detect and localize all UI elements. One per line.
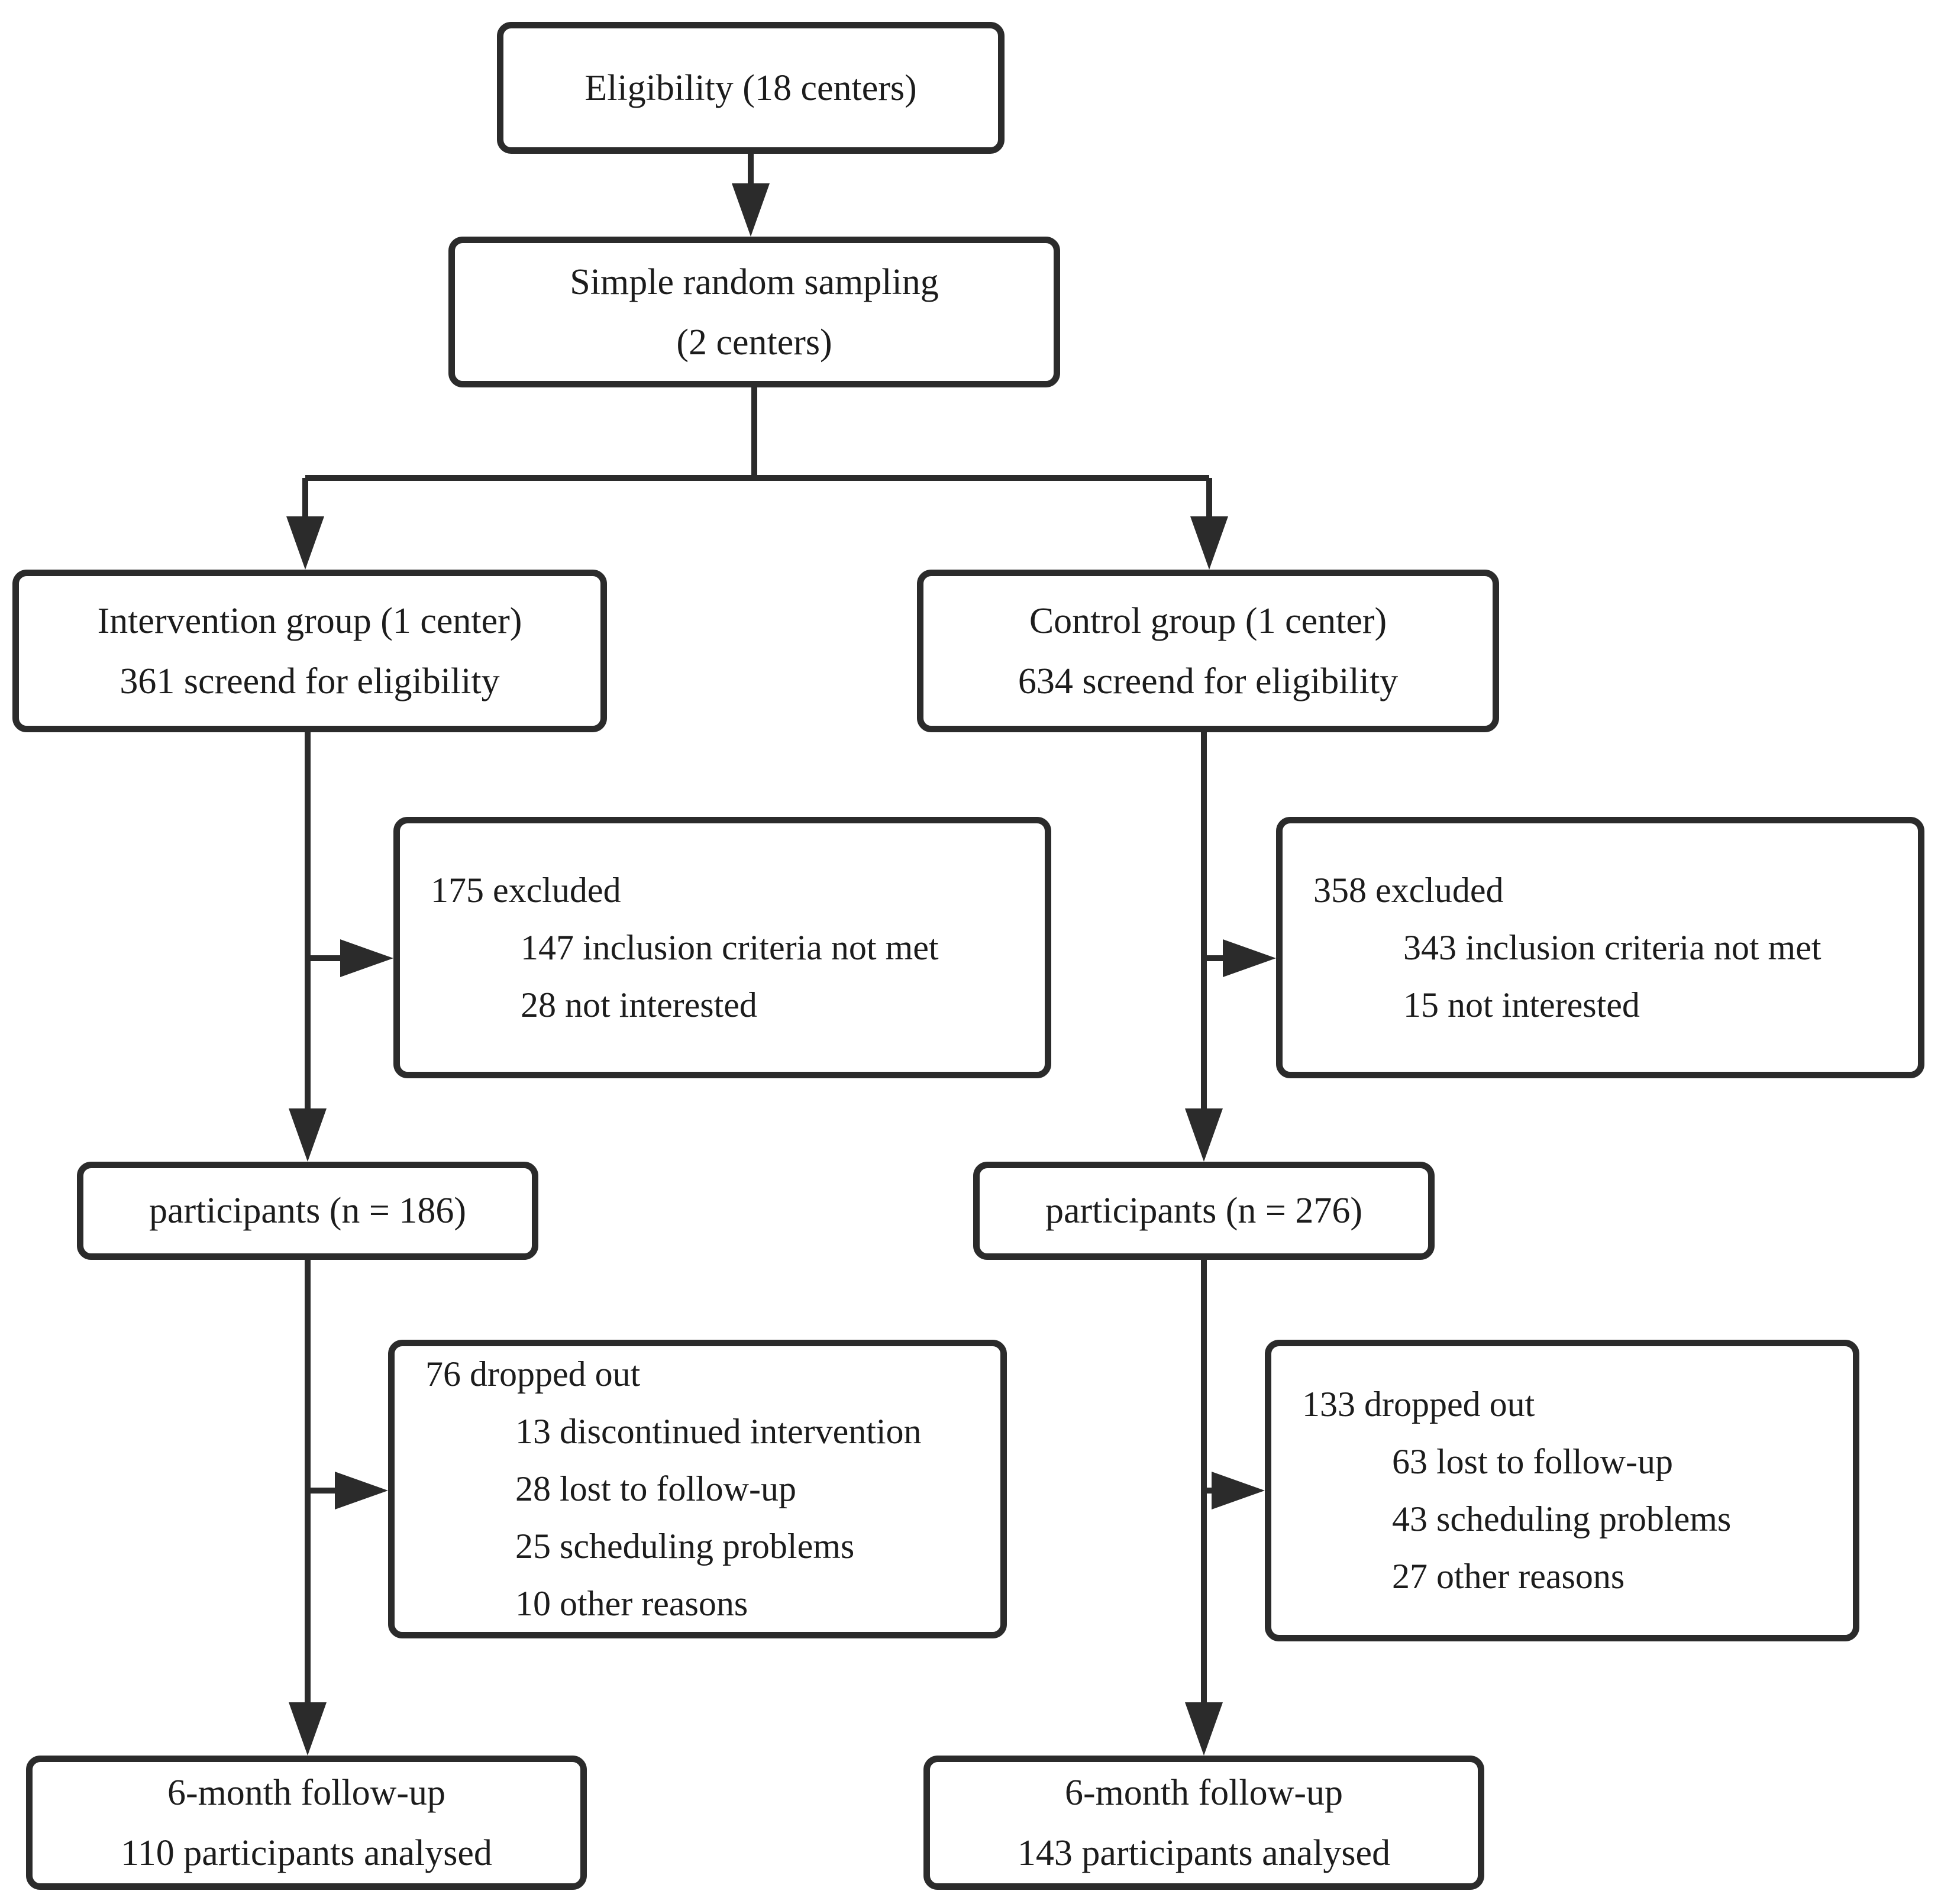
- control-group-box: Control group (1 center) 634 screend for…: [917, 570, 1499, 732]
- arrow-down-icon: [1185, 1108, 1223, 1162]
- dropout-count: 133 dropped out: [1302, 1385, 1535, 1424]
- intervention-group-screened: 361 screend for eligibility: [120, 661, 500, 702]
- excluded-reason: 28 not interested: [521, 985, 757, 1024]
- excluded-reason: 15 not interested: [1403, 985, 1640, 1024]
- dropout-reason: 28 lost to follow-up: [515, 1469, 796, 1508]
- arrow-down-icon: [289, 1702, 327, 1756]
- participants-count: participants (n = 276): [1045, 1191, 1362, 1231]
- participants-count: participants (n = 186): [149, 1191, 466, 1231]
- followup-analysed-count: 143 participants analysed: [1017, 1832, 1391, 1873]
- eligibility-label: Eligibility (18 centers): [584, 67, 917, 108]
- dropout-reason: 10 other reasons: [515, 1584, 748, 1623]
- excluded-count: 175 excluded: [431, 870, 621, 910]
- intervention-excluded-box: 175 excluded 147 inclusion criteria not …: [393, 817, 1051, 1078]
- arrow-down-icon: [1190, 516, 1228, 570]
- followup-label: 6-month follow-up: [1064, 1772, 1343, 1813]
- arrow-right-icon: [335, 1472, 388, 1509]
- control-dropout-box: 133 dropped out 63 lost to follow-up 43 …: [1265, 1340, 1859, 1641]
- control-excluded-box: 358 excluded 343 inclusion criteria not …: [1276, 817, 1924, 1078]
- dropout-reason: 27 other reasons: [1392, 1557, 1625, 1596]
- sampling-label-line1: Simple random sampling: [570, 261, 939, 302]
- intervention-group-box: Intervention group (1 center) 361 screen…: [12, 570, 607, 732]
- excluded-count: 358 excluded: [1313, 870, 1504, 910]
- intervention-followup-box: 6-month follow-up 110 participants analy…: [26, 1756, 587, 1890]
- intervention-dropout-box: 76 dropped out 13 discontinued intervent…: [388, 1340, 1007, 1638]
- control-followup-box: 6-month follow-up 143 participants analy…: [923, 1756, 1484, 1890]
- followup-label: 6-month follow-up: [167, 1772, 446, 1813]
- control-group-screened: 634 screend for eligibility: [1018, 661, 1399, 702]
- arrow-right-icon: [1223, 939, 1276, 977]
- control-group-title: Control group (1 center): [1029, 600, 1387, 641]
- arrow-right-icon: [340, 939, 393, 977]
- arrow-down-icon: [289, 1108, 327, 1162]
- excluded-reason: 343 inclusion criteria not met: [1403, 927, 1821, 967]
- dropout-reason: 25 scheduling problems: [515, 1527, 855, 1566]
- eligibility-box: Eligibility (18 centers): [497, 22, 1005, 154]
- sampling-label-line2: (2 centers): [676, 322, 832, 363]
- followup-analysed-count: 110 participants analysed: [121, 1832, 492, 1873]
- dropout-reason: 63 lost to follow-up: [1392, 1442, 1673, 1481]
- intervention-participants-box: participants (n = 186): [77, 1162, 538, 1260]
- dropout-reason: 13 discontinued intervention: [515, 1412, 922, 1451]
- sampling-box: Simple random sampling (2 centers): [448, 237, 1060, 387]
- intervention-group-title: Intervention group (1 center): [97, 600, 522, 641]
- dropout-count: 76 dropped out: [425, 1355, 641, 1394]
- arrow-right-icon: [1212, 1472, 1265, 1509]
- excluded-reason: 147 inclusion criteria not met: [521, 927, 939, 967]
- dropout-reason: 43 scheduling problems: [1392, 1499, 1732, 1538]
- control-participants-box: participants (n = 276): [973, 1162, 1435, 1260]
- arrow-down-icon: [286, 516, 324, 570]
- arrow-down-icon: [1185, 1702, 1223, 1756]
- arrow-down-icon: [732, 183, 770, 237]
